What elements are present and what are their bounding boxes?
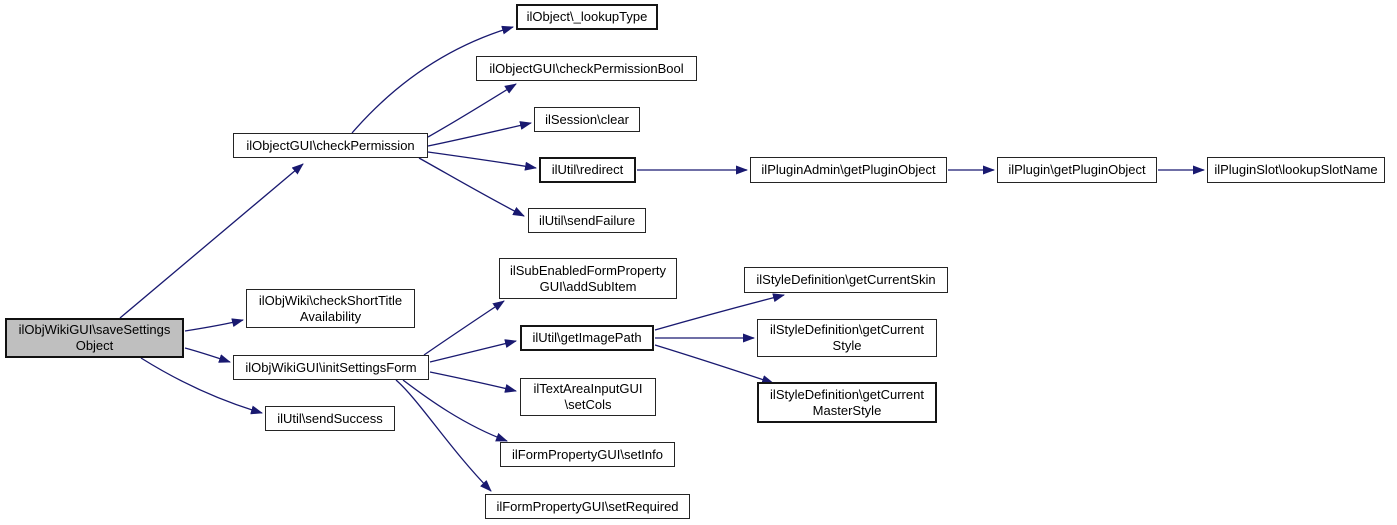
edge-checkPermission-checkPermissionBool <box>427 83 517 138</box>
edge-initSettingsForm-setInfo <box>402 379 508 442</box>
node-ilpluginslot-lookupslotname[interactable]: ilPluginSlot\lookupSlotName <box>1207 157 1385 183</box>
node-ilstyledefinition-getcurrentskin[interactable]: ilStyleDefinition\getCurrentSkin <box>744 267 948 293</box>
edge-initSettingsForm-setCols <box>429 371 517 393</box>
node-label: ilObjectGUI\checkPermission <box>246 137 415 153</box>
edge-checkPermission-lookupType <box>351 25 514 134</box>
node-ilutil-redirect[interactable]: ilUtil\redirect <box>539 157 636 183</box>
node-label: ilUtil\sendFailure <box>538 212 636 228</box>
edge-initSettingsForm-getImagePath <box>429 339 517 363</box>
node-label: ilObjWikiGUI\saveSettings Object <box>18 322 171 353</box>
node-label: ilObjWikiGUI\initSettingsForm <box>245 359 417 375</box>
node-label: ilObject\_lookupType <box>526 9 648 24</box>
node-label: ilTextAreaInputGUI \setCols <box>533 381 643 412</box>
node-ilobject-lookuptype[interactable]: ilObject\_lookupType <box>516 4 658 30</box>
node-label: ilStyleDefinition\getCurrent Style <box>770 322 924 353</box>
node-ilobjwikigui-savesettingsobject: ilObjWikiGUI\saveSettings Object <box>5 318 184 358</box>
node-ilplugin-getpluginobject[interactable]: ilPlugin\getPluginObject <box>997 157 1157 183</box>
edge-saveSettingsObject-initSettingsForm <box>184 347 231 363</box>
node-label: ilUtil\getImagePath <box>532 330 642 345</box>
node-ilutil-getimagepath[interactable]: ilUtil\getImagePath <box>520 325 654 351</box>
node-ilstyledefinition-getcurrentmasterstyle[interactable]: ilStyleDefinition\getCurrent MasterStyle <box>757 382 937 423</box>
node-ilstyledefinition-getcurrentstyle[interactable]: ilStyleDefinition\getCurrent Style <box>757 319 937 357</box>
node-ilobjwiki-checkshorttitleavailability[interactable]: ilObjWiki\checkShortTitle Availability <box>246 289 415 328</box>
node-label: ilPluginSlot\lookupSlotName <box>1214 162 1378 177</box>
node-label: ilSession\clear <box>545 111 629 127</box>
node-label: ilObjWiki\checkShortTitle Availability <box>258 292 403 324</box>
node-label: ilPluginAdmin\getPluginObject <box>761 162 936 177</box>
node-ilpluginadmin-getpluginobject[interactable]: ilPluginAdmin\getPluginObject <box>750 157 947 183</box>
node-label: ilUtil\sendSuccess <box>277 410 383 426</box>
node-label: ilFormPropertyGUI\setInfo <box>512 446 663 462</box>
node-label: ilStyleDefinition\getCurrentSkin <box>756 272 936 287</box>
edge-saveSettingsObject-checkPermission <box>119 163 304 319</box>
edge-checkPermission-sendFailure <box>418 157 525 217</box>
edge-saveSettingsObject-checkShortTitleAvailability <box>184 318 244 332</box>
node-ilutil-sendfailure[interactable]: ilUtil\sendFailure <box>528 208 646 233</box>
node-label: ilUtil\redirect <box>551 162 624 177</box>
node-ilsubenabledformpropertygui-addsubitem[interactable]: ilSubEnabledFormProperty GUI\addSubItem <box>499 258 677 299</box>
edge-saveSettingsObject-sendSuccess <box>140 357 263 415</box>
node-ilobjwikigui-initsettingsform[interactable]: ilObjWikiGUI\initSettingsForm <box>233 355 429 380</box>
node-label: ilStyleDefinition\getCurrent MasterStyle <box>770 386 924 418</box>
node-ilformpropertygui-setrequired[interactable]: ilFormPropertyGUI\setRequired <box>485 494 690 519</box>
node-label: ilFormPropertyGUI\setRequired <box>496 498 679 514</box>
node-label: ilSubEnabledFormProperty GUI\addSubItem <box>509 262 667 294</box>
edge-getImagePath-getCurrentMasterStyle <box>654 344 774 384</box>
node-ilobjectgui-checkpermission[interactable]: ilObjectGUI\checkPermission <box>233 133 428 158</box>
node-label: ilPlugin\getPluginObject <box>1008 162 1146 177</box>
edge-initSettingsForm-setRequired <box>395 379 492 492</box>
edge-checkPermission-redirect <box>427 151 537 171</box>
edge-checkPermission-sessionClear <box>427 121 532 147</box>
node-ilobjectgui-checkpermissionbool[interactable]: ilObjectGUI\checkPermissionBool <box>476 56 697 81</box>
node-ilformpropertygui-setinfo[interactable]: ilFormPropertyGUI\setInfo <box>500 442 675 467</box>
node-ilsession-clear[interactable]: ilSession\clear <box>534 107 640 132</box>
edge-getImagePath-getCurrentSkin <box>654 293 785 331</box>
node-label: ilObjectGUI\checkPermissionBool <box>489 60 684 76</box>
edge-initSettingsForm-addSubItem <box>423 300 505 356</box>
node-ilutil-sendsuccess[interactable]: ilUtil\sendSuccess <box>265 406 395 431</box>
node-iltextareainputgui-setcols[interactable]: ilTextAreaInputGUI \setCols <box>520 378 656 416</box>
